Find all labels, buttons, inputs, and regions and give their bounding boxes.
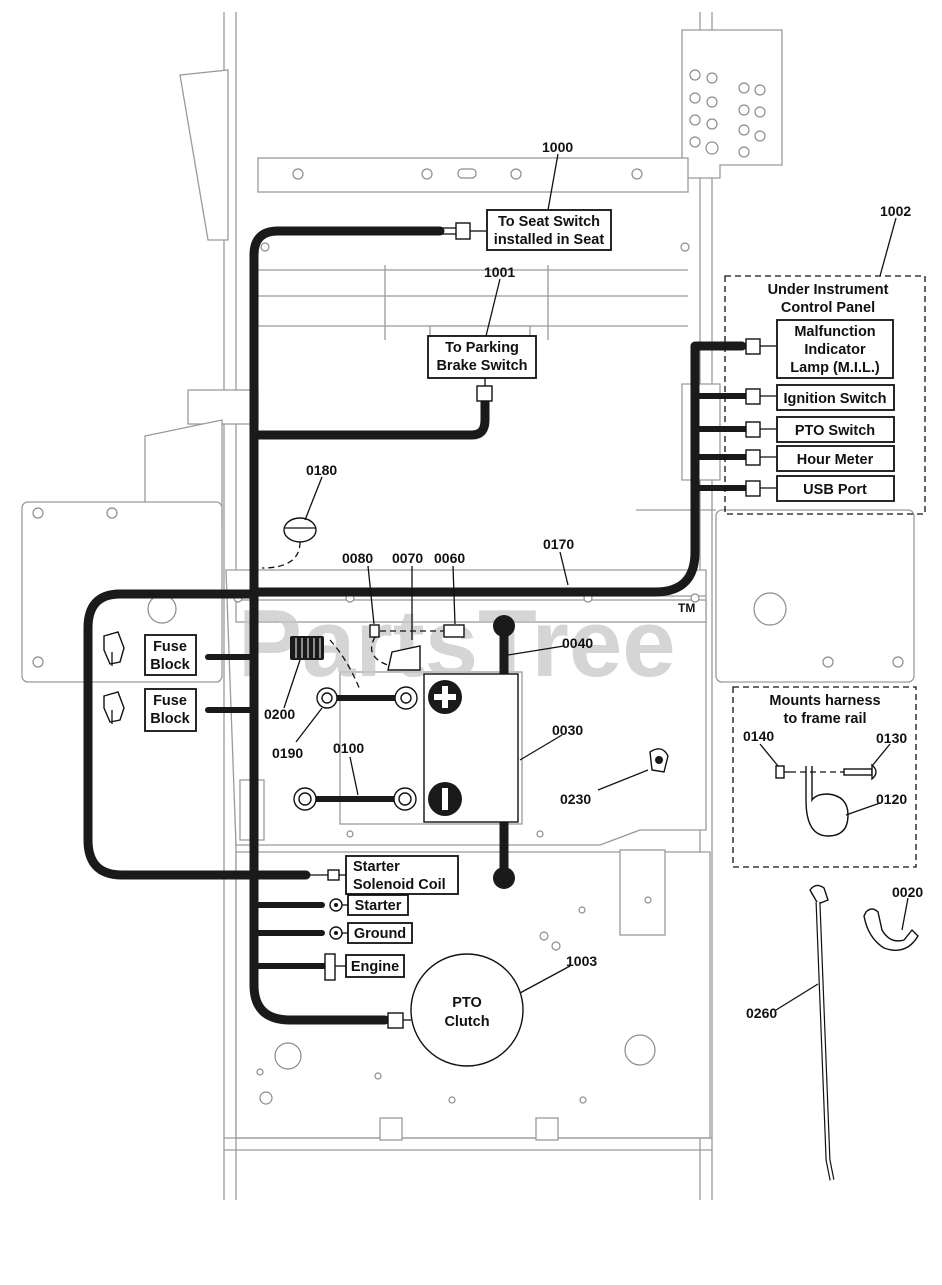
instrument-panel-group: Under Instrument Control Panel Malfuncti…: [724, 275, 926, 515]
callout-0040: 0040: [562, 635, 593, 651]
pto-switch-label: PTO Switch: [795, 423, 875, 439]
callout-0120: 0120: [876, 791, 907, 807]
callout-1001: 1001: [484, 264, 515, 280]
callout-0260: 0260: [746, 1005, 777, 1021]
callout-0080: 0080: [342, 550, 373, 566]
seat-switch-connector-icon: [440, 222, 486, 240]
callout-0020: 0020: [892, 884, 923, 900]
starter-label-box: Starter: [347, 894, 409, 916]
fuse-block-2-line2: Block: [150, 711, 190, 727]
pto-clutch-label-line2: Clutch: [444, 1014, 489, 1030]
fuse-block-2-line1: Fuse: [153, 693, 187, 709]
mil-label-line2: Indicator: [804, 342, 866, 358]
panel-title-line2: Control Panel: [781, 300, 875, 316]
inline-fuse-holder: [329, 620, 465, 691]
cable-tie-icon: [809, 884, 835, 1181]
harness-clip-icon: [649, 748, 669, 773]
seat-switch-label-line2: installed in Seat: [494, 232, 605, 248]
p-clamp-icon: [805, 766, 849, 837]
fuse-block-1-line1: Fuse: [153, 639, 187, 655]
leader-lines: [283, 153, 909, 1011]
mower-frame: [21, 12, 915, 1200]
callout-0190: 0190: [272, 745, 303, 761]
engine-connector-icon: [324, 953, 346, 981]
ground-label: Ground: [354, 926, 406, 942]
starter-solenoid-line2: Solenoid Coil: [353, 877, 446, 893]
pto-clutch: PTO Clutch: [387, 953, 524, 1067]
ground-terminal-icon: [329, 926, 348, 940]
parking-brake-label-box: To Parking Brake Switch: [427, 335, 537, 379]
ring-terminal-icon: [293, 686, 418, 811]
callout-1003: 1003: [566, 953, 597, 969]
ground-label-box: Ground: [347, 922, 413, 944]
callout-0200: 0200: [264, 706, 295, 722]
mil-label-line1: Malfunction: [794, 324, 875, 340]
fuse-block-1-line2: Block: [150, 657, 190, 673]
callout-0130: 0130: [876, 730, 907, 746]
mounts-harness-group: Mounts harness to frame rail: [732, 686, 917, 868]
fuse-block-label-1: Fuse Block: [144, 634, 197, 676]
engine-label: Engine: [351, 959, 399, 975]
parking-brake-label-line1: To Parking: [445, 340, 519, 356]
seat-switch-label-line1: To Seat Switch: [498, 214, 600, 230]
relay-module-icon: [290, 636, 324, 660]
callout-0140: 0140: [743, 728, 774, 744]
wire-clip-icon: [863, 908, 919, 951]
instrument-panel-connectors: [745, 338, 778, 497]
seat-switch-label-box: To Seat Switch installed in Seat: [486, 209, 612, 251]
callout-0030: 0030: [552, 722, 583, 738]
wiring-harness: [83, 226, 748, 1025]
callout-0100: 0100: [333, 740, 364, 756]
battery: [423, 673, 519, 823]
callout-0230: 0230: [560, 791, 591, 807]
starter-label: Starter: [355, 898, 402, 914]
callout-0170: 0170: [543, 536, 574, 552]
fuse-block-label-2: Fuse Block: [144, 688, 197, 732]
nut-icon: [775, 765, 785, 779]
fuse-icon: [103, 691, 125, 724]
ignition-switch-label: Ignition Switch: [783, 391, 886, 407]
panel-title-line1: Under Instrument: [768, 282, 889, 298]
callout-1000: 1000: [542, 139, 573, 155]
starter-terminal-icon: [329, 898, 348, 912]
fuse-icon: [103, 631, 125, 666]
grommet-icon: [261, 517, 317, 569]
hour-meter-label: Hour Meter: [797, 452, 874, 468]
callout-0070: 0070: [392, 550, 423, 566]
callout-0060: 0060: [434, 550, 465, 566]
parking-brake-bracket: [429, 325, 531, 337]
pto-clutch-label-line1: PTO: [452, 995, 482, 1011]
mounts-label-line2: to frame rail: [784, 711, 867, 727]
watermark-tm: TM: [678, 601, 695, 615]
starter-solenoid-label-box: Starter Solenoid Coil: [345, 855, 459, 895]
engine-label-box: Engine: [345, 954, 405, 978]
parking-brake-label-line2: Brake Switch: [436, 358, 527, 374]
starter-solenoid-line1: Starter: [353, 859, 400, 875]
callout-1002: 1002: [880, 203, 911, 219]
usb-port-label: USB Port: [803, 482, 867, 498]
parking-brake-connector-icon: [476, 378, 493, 402]
mil-label-line3: Lamp (M.I.L.): [790, 360, 880, 376]
mounts-label-line1: Mounts harness: [769, 693, 880, 709]
callout-0180: 0180: [306, 462, 337, 478]
starter-solenoid-connector-icon: [310, 869, 348, 881]
bolt-icon: [843, 768, 873, 776]
